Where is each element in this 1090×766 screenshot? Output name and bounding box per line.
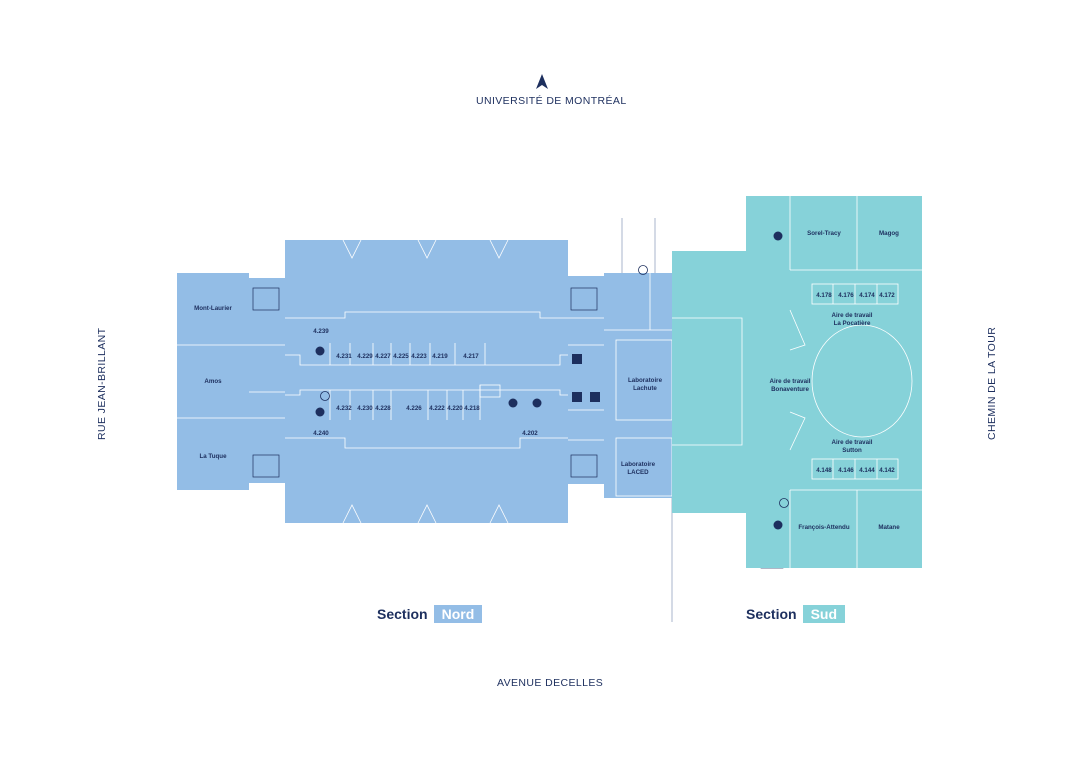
room-4202: 4.202 [522,430,538,437]
room-4219: 4.219 [432,353,448,360]
room-4176: 4.176 [838,292,854,299]
room-bonaventure-line2: Bonaventure [771,386,809,393]
section-sud-title: Section Sud [746,605,846,623]
fountain-icon [638,265,648,275]
room-4231: 4.231 [336,353,352,360]
room-4146: 4.146 [838,467,854,474]
accessibility-icon [320,391,330,401]
room-la-tuque: La Tuque [199,453,227,460]
room-4148: 4.148 [816,467,832,474]
room-sutton-line1: Aire de travail [832,439,873,446]
section-nord-tag: Nord [433,605,483,623]
section-nord-walls [177,239,673,524]
section-sud-plan [672,196,922,568]
room-4178: 4.178 [816,292,832,299]
room-4218: 4.218 [464,405,480,412]
room-4174: 4.174 [859,292,875,299]
room-sorel-tracy: Sorel-Tracy [807,230,841,237]
room-mont-laurier: Mont-Laurier [194,305,232,312]
room-4240: 4.240 [313,430,329,437]
lab-lachute-line1: Laboratoire [628,377,663,384]
section-sud-prefix: Section [746,606,797,622]
lab-laced-line1: Laboratoire [621,461,656,468]
room-4142: 4.142 [879,467,895,474]
room-matane: Matane [878,524,900,531]
room-4230: 4.230 [357,405,373,412]
section-nord-prefix: Section [377,606,428,622]
street-label-north: UNIVERSITÉ DE MONTRÉAL [476,95,627,107]
restroom-icon [315,407,325,417]
restroom-icon [508,398,518,408]
room-magog: Magog [879,230,899,237]
room-4144: 4.144 [859,467,875,474]
accessibility-icon [779,498,789,508]
room-pocatiere-line2: La Pocatière [834,320,871,327]
room-francois-attendu: François-Attendu [798,524,849,531]
room-4228: 4.228 [375,405,391,412]
section-sud-walls [672,196,922,568]
room-4172: 4.172 [879,292,895,299]
room-4226: 4.226 [406,405,422,412]
lab-lachute-line2: Lachute [633,385,657,392]
street-label-south: AVENUE DECELLES [497,677,604,689]
room-4232: 4.232 [336,405,352,412]
room-4225: 4.225 [393,353,409,360]
lab-laced-line2: LACED [627,469,649,476]
elevator-icon [590,392,600,402]
room-4229: 4.229 [357,353,373,360]
north-arrow-icon [536,74,548,89]
room-4217: 4.217 [463,353,479,360]
room-4227: 4.227 [375,353,391,360]
section-nord-plan [177,240,672,523]
restroom-icon [773,231,783,241]
room-sutton-line2: Sutton [842,447,862,454]
section-sud-tag: Sud [802,605,846,623]
restroom-icon [773,520,783,530]
elevator-icon [572,392,582,402]
room-4239: 4.239 [313,328,329,335]
room-4220: 4.220 [447,405,463,412]
room-pocatiere-line1: Aire de travail [832,312,873,319]
facility-icons [315,231,783,530]
elevator-icon [572,354,582,364]
outline-lines [621,218,673,622]
section-nord-title: Section Nord [377,605,483,623]
restroom-icon [315,346,325,356]
room-bonaventure-line1: Aire de travail [770,378,811,385]
room-4223: 4.223 [411,353,427,360]
room-4222: 4.222 [429,405,445,412]
restroom-icon [532,398,542,408]
room-amos: Amos [204,378,222,385]
